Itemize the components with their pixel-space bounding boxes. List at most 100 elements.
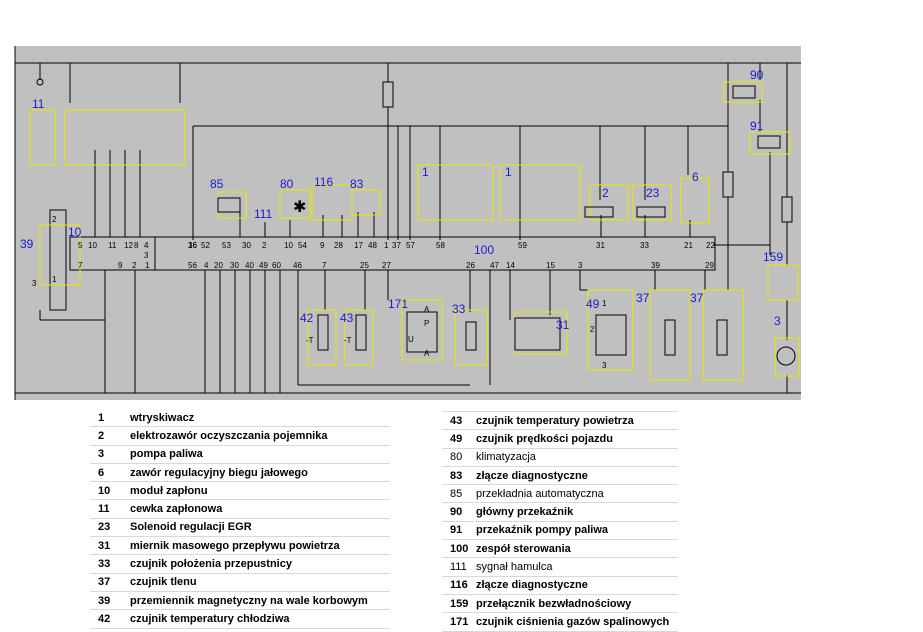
legend-number: 90 bbox=[442, 502, 476, 522]
legend-number: 111 bbox=[442, 557, 476, 577]
svg-text:48: 48 bbox=[368, 241, 377, 250]
svg-text:59: 59 bbox=[518, 241, 527, 250]
svg-text:-T: -T bbox=[344, 336, 352, 345]
svg-text:7: 7 bbox=[78, 261, 83, 270]
diagram-background bbox=[15, 46, 801, 400]
legend-description: pompa paliwa bbox=[130, 445, 390, 464]
legend-number: 33 bbox=[90, 554, 130, 574]
label-37a: 37 bbox=[636, 291, 650, 305]
legend-description: czujnik ciśnienia gazów spalinowych bbox=[476, 612, 678, 632]
svg-text:9: 9 bbox=[118, 261, 123, 270]
label-111: 111 bbox=[254, 207, 273, 221]
svg-text:20: 20 bbox=[214, 261, 223, 270]
svg-text:56: 56 bbox=[188, 261, 197, 270]
svg-text:53: 53 bbox=[222, 241, 231, 250]
svg-text:26: 26 bbox=[466, 261, 475, 270]
svg-text:10: 10 bbox=[284, 241, 293, 250]
label-83: 83 bbox=[350, 177, 364, 191]
legend-description: moduł zapłonu bbox=[130, 481, 390, 501]
svg-text:31: 31 bbox=[596, 241, 605, 250]
legend-number: 91 bbox=[442, 521, 476, 541]
label-171: 171 bbox=[388, 297, 408, 311]
svg-text:54: 54 bbox=[298, 241, 307, 250]
label-90: 90 bbox=[750, 68, 764, 82]
svg-text:✱: ✱ bbox=[293, 199, 306, 216]
legend-number: 11 bbox=[90, 499, 130, 519]
label-1a: 1 bbox=[422, 165, 429, 179]
legend-description: miernik masowego przepływu powietrza bbox=[130, 536, 390, 556]
svg-text:40: 40 bbox=[245, 261, 254, 270]
legend-number: 80 bbox=[442, 448, 476, 467]
svg-text:16: 16 bbox=[188, 241, 197, 250]
svg-text:4: 4 bbox=[204, 261, 209, 270]
svg-text:-T: -T bbox=[306, 336, 314, 345]
coil-outline bbox=[29, 109, 56, 166]
svg-text:1: 1 bbox=[145, 261, 150, 270]
legend-number: 6 bbox=[90, 463, 130, 483]
svg-text:21: 21 bbox=[684, 241, 693, 250]
legend-description: elektrozawór oczyszczania pojemnika bbox=[130, 426, 390, 446]
legend-number: 23 bbox=[90, 518, 130, 538]
legend-description: zespół sterowania bbox=[476, 539, 678, 559]
svg-text:57: 57 bbox=[406, 241, 415, 250]
svg-text:A: A bbox=[424, 349, 430, 358]
label-80: 80 bbox=[280, 177, 294, 191]
legend-description: czujnik temperatury powietrza bbox=[476, 411, 678, 431]
legend-description: czujnik temperatury chłodziwa bbox=[130, 609, 390, 629]
label-2: 2 bbox=[602, 186, 609, 200]
svg-text:15: 15 bbox=[546, 261, 555, 270]
legend-number: 39 bbox=[90, 591, 130, 611]
legend-number: 3 bbox=[90, 445, 130, 464]
label-159: 159 bbox=[763, 250, 783, 264]
legend-number: 1 bbox=[90, 409, 130, 428]
label-33: 33 bbox=[452, 302, 466, 316]
legend-number: 43 bbox=[442, 411, 476, 431]
label-100: 100 bbox=[474, 243, 494, 257]
svg-text:8: 8 bbox=[134, 241, 139, 250]
svg-text:28: 28 bbox=[334, 241, 343, 250]
svg-text:37: 37 bbox=[392, 241, 401, 250]
svg-text:2: 2 bbox=[590, 325, 595, 334]
svg-text:4: 4 bbox=[144, 241, 149, 250]
legend-description: przekładnia automatyczna bbox=[476, 484, 678, 504]
svg-text:1: 1 bbox=[52, 275, 57, 284]
svg-text:46: 46 bbox=[293, 261, 302, 270]
legend-description: czujnik położenia przepustnicy bbox=[130, 554, 390, 574]
legend-description: złącze diagnostyczne bbox=[476, 466, 678, 486]
svg-text:7: 7 bbox=[322, 261, 327, 270]
label-116: 116 bbox=[314, 175, 333, 189]
pin-labels: 5 10 11 12 8 4 3 7 9 2 1 2 1 3 36 56 16 … bbox=[32, 215, 715, 370]
svg-text:49: 49 bbox=[259, 261, 268, 270]
legend-number: 83 bbox=[442, 466, 476, 486]
legend-description: czujnik prędkości pojazdu bbox=[476, 429, 678, 449]
svg-text:60: 60 bbox=[272, 261, 281, 270]
legend-description: główny przekaźnik bbox=[476, 502, 678, 522]
svg-text:33: 33 bbox=[640, 241, 649, 250]
svg-text:12: 12 bbox=[124, 241, 133, 250]
svg-text:3: 3 bbox=[144, 251, 149, 260]
svg-text:25: 25 bbox=[360, 261, 369, 270]
component-labels: 11 10 39 85 111 80 116 83 1 1 2 23 6 90 … bbox=[20, 68, 783, 332]
legend-number: 49 bbox=[442, 429, 476, 449]
svg-text:52: 52 bbox=[201, 241, 210, 250]
svg-text:11: 11 bbox=[108, 241, 117, 250]
svg-text:10: 10 bbox=[88, 241, 97, 250]
label-37b: 37 bbox=[690, 291, 704, 305]
svg-text:39: 39 bbox=[651, 261, 660, 270]
svg-text:3: 3 bbox=[602, 361, 607, 370]
